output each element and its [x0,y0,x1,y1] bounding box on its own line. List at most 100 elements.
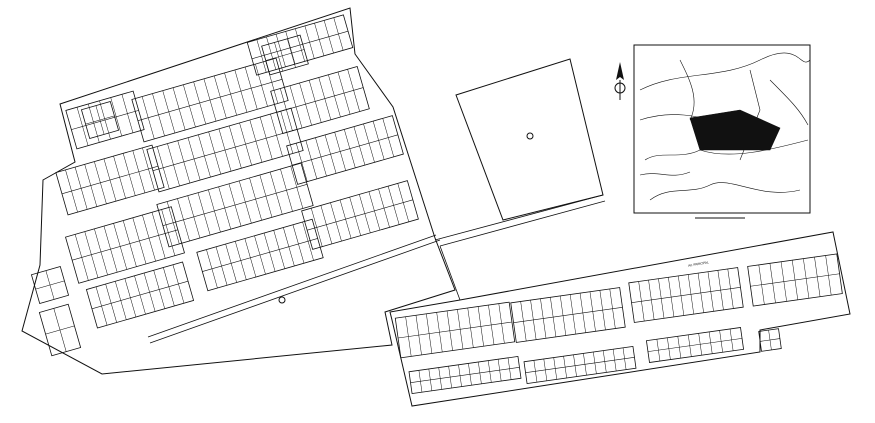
lot-divider [235,241,247,280]
block-mz-k [85,261,195,329]
lot-divider [593,351,597,374]
lot-divider [183,84,196,128]
lot-divider [533,360,538,383]
block-mz-u [645,327,745,363]
lot-divider [677,336,682,359]
lot-boundary-southeast [389,231,851,407]
lot-divider [405,316,412,357]
lot-divider [468,363,472,386]
lot-divider [172,264,185,304]
lot-divider [187,137,201,181]
lot-divider [458,364,462,387]
lot-divider [310,208,323,247]
lot-divider [667,337,671,360]
block-mz-b [131,57,289,143]
lot-divider [224,72,237,116]
block-mz-h [301,180,419,250]
lot-divider [363,123,375,163]
lot-divider [254,235,266,275]
lot-divider [382,118,395,157]
lot-divider [302,221,314,261]
lot-divider [74,167,88,210]
lot-divider [339,199,352,239]
lot-divider [448,366,452,389]
lot-divider [602,350,607,373]
lot-divider [115,281,127,320]
lot-divider [162,90,176,134]
block-mz-m [38,303,82,357]
lot-divider [687,334,692,357]
lot-divider [305,140,318,179]
lot-divider [103,158,117,202]
lot-divider [717,270,724,310]
block-mz-d [146,107,304,193]
lot-divider [622,347,627,370]
lot-divider [328,74,341,118]
lot-divider [177,140,191,184]
block-mz-s [408,356,522,394]
lot-divider [334,132,346,171]
block-mz-v [261,34,309,76]
lot-divider [122,153,136,196]
lot-divider [438,367,443,390]
lot-divider [273,230,285,269]
site-marker-icon [278,296,286,304]
block-mz-r [747,253,843,307]
lot-divider [315,137,327,177]
lot-divider [203,78,217,122]
lot-divider [638,281,645,322]
lot-divider [687,274,694,315]
lot-divider [287,38,296,68]
lot-divider [791,260,799,300]
lot-divider [256,39,267,73]
lot-divider [134,275,146,315]
block-mz-a [246,14,354,76]
lot-divider [198,134,211,178]
lot-divider [163,267,175,307]
lot-divider [259,116,273,160]
lot-divider [225,243,237,283]
lot-divider [143,272,156,312]
lot-divider [550,297,557,337]
lot-divider [825,255,832,296]
lot-divider [239,122,252,166]
lot-divider [758,264,765,305]
lot-divider [285,31,296,65]
block-mz-t [523,346,637,384]
lot-divider [599,290,606,330]
lot-divider [289,85,303,129]
lot-divider [387,186,400,225]
access-road-line [439,245,461,301]
diagonal-road-line [149,239,441,344]
lot-divider [153,270,165,309]
lot-divider [436,312,443,353]
lot-divider [378,188,390,228]
lot-divider [259,174,273,218]
lot-divider [270,114,283,157]
lot-divider [563,356,567,379]
lot-divider [768,330,772,350]
lot-divider [573,354,577,377]
lot-divider [719,330,723,353]
lot-divider [814,257,821,297]
lot-divider [543,358,548,381]
lot-divider [418,370,423,393]
blocks-layer [30,14,843,394]
lot-divider [269,171,283,215]
lot-divider [569,294,576,335]
lot-divider [589,291,596,332]
lot-divider [359,194,371,233]
lot-divider [428,368,433,391]
block-mz-c [270,65,370,135]
lot-divider [609,288,616,329]
lot-divider [193,81,207,125]
lot-divider [304,25,315,59]
north-arrow-icon [614,62,626,100]
lot-divider [457,309,464,350]
block-mz-q [628,267,744,323]
lot-divider [244,238,257,278]
lot-divider [275,34,286,67]
lot-divider [727,268,734,309]
lot-divider [244,66,258,110]
